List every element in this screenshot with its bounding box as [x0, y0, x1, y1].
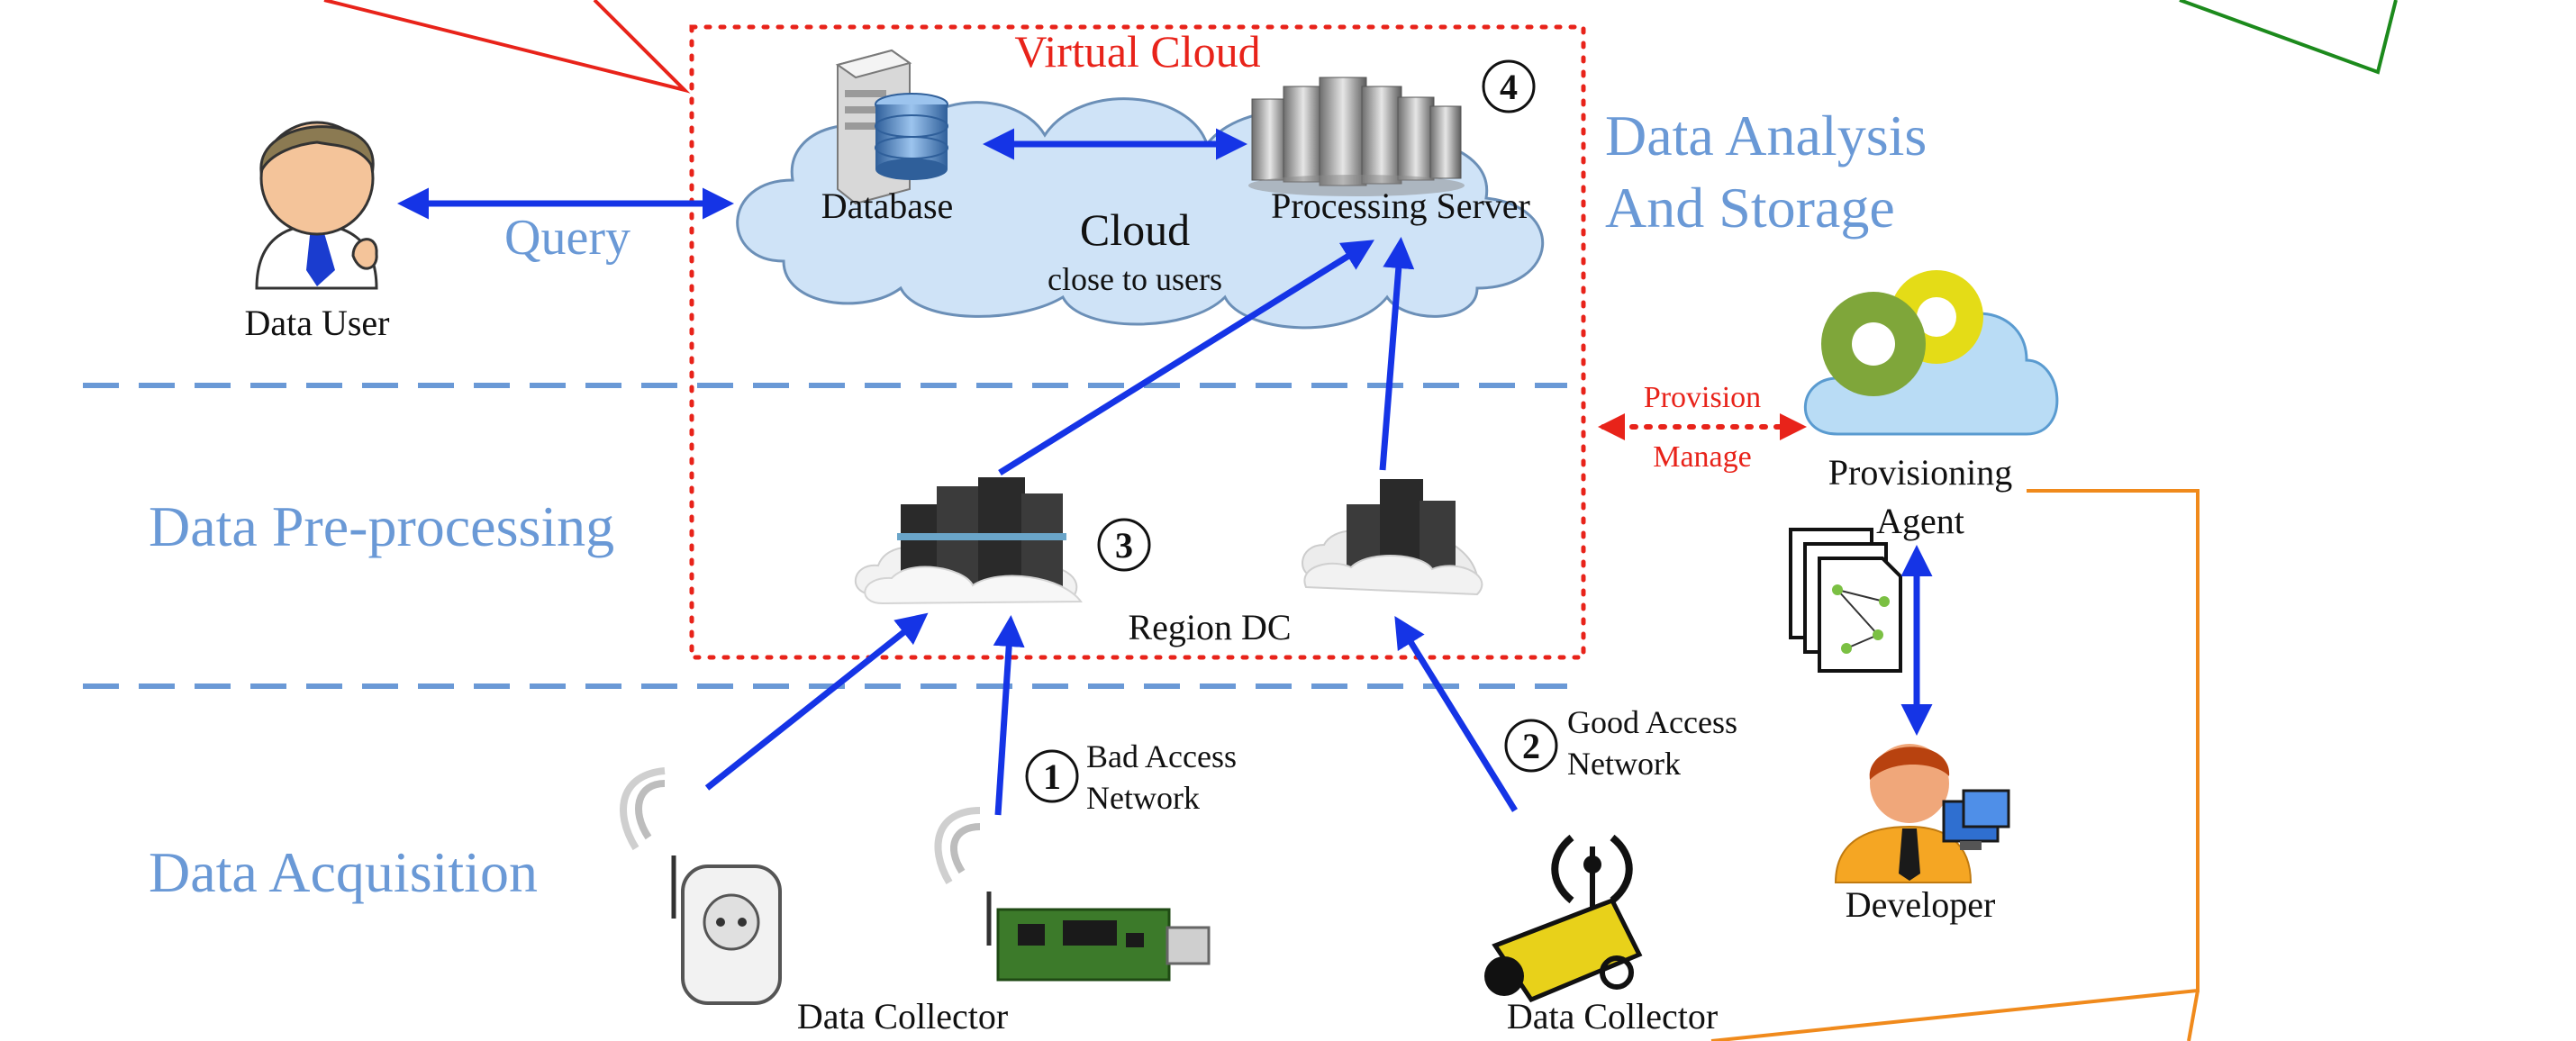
region-left-to-server-arrow: [998, 240, 1374, 475]
database-label: Database: [821, 186, 954, 226]
marker-3: 3: [1115, 525, 1133, 566]
query-label: Query: [504, 210, 630, 266]
developer-icon: [1834, 744, 2010, 883]
good-access-line1: Good Access: [1567, 704, 1737, 740]
layer-label-analysis-1: Data Analysis: [1605, 104, 1927, 167]
cloud-subtitle: close to users: [1048, 261, 1222, 297]
layer-label-acquisition: Data Acquisition: [149, 840, 538, 904]
data-collector-right-label: Data Collector: [1507, 996, 1718, 1036]
marker-4-circle: [1482, 59, 1536, 113]
virtual-cloud-boundary: [689, 24, 1586, 660]
good-access-line2: Network: [1567, 746, 1681, 782]
data-collector-left-label: Data Collector: [797, 996, 1008, 1036]
layer-label-analysis-2: And Storage: [1605, 176, 1895, 240]
bad-access-line2: Network: [1086, 780, 1200, 816]
cloud-title: Cloud: [1080, 204, 1190, 255]
processing-server-label: Processing Server: [1271, 186, 1530, 226]
green-connector-line: [2179, 0, 2398, 75]
provisioning-agent-line1: Provisioning: [1828, 452, 2012, 493]
region-dc-right-icon: [1302, 479, 1483, 596]
camera-to-region-arrow: [1394, 616, 1518, 812]
database-icon: [835, 49, 948, 205]
data-user-icon: [255, 121, 378, 290]
bad-access-line1: Bad Access: [1086, 738, 1237, 774]
orange-connector-line: [1710, 489, 2200, 1041]
provision-label: Provision: [1644, 381, 1761, 414]
usb-board-collector-icon: [934, 807, 1211, 982]
red-connector-line: [323, 0, 691, 94]
smart-plug-collector-icon: [620, 767, 782, 1005]
workflow-document-icon: [1789, 528, 1902, 673]
manage-label: Manage: [1653, 440, 1752, 474]
marker-2-circle: [1504, 719, 1558, 773]
camera-collector-icon: [1484, 834, 1643, 1003]
provisioning-agent-line2: Agent: [1876, 501, 1964, 541]
marker-1: 1: [1043, 756, 1061, 797]
region-dc-left-icon: [855, 477, 1083, 605]
marker-3-circle: [1097, 518, 1151, 572]
data-user-label: Data User: [244, 303, 389, 343]
processing-server-icon: [1248, 77, 1465, 196]
developer-label: Developer: [1846, 884, 1996, 925]
usb-to-region-arrow: [993, 615, 1025, 816]
marker-2: 2: [1522, 726, 1540, 766]
region-dc-label: Region DC: [1128, 607, 1291, 647]
orange-connector-tail: [2187, 990, 2200, 1041]
virtual-cloud-title: Virtual Cloud: [1014, 26, 1260, 77]
marker-4: 4: [1500, 67, 1518, 107]
plug-to-region-arrow: [704, 612, 929, 791]
region-right-to-server-arrow: [1379, 237, 1415, 471]
marker-1-circle: [1025, 749, 1079, 803]
layer-label-preprocessing: Data Pre-processing: [149, 494, 614, 558]
provisioning-agent-icon: [1803, 270, 2059, 436]
